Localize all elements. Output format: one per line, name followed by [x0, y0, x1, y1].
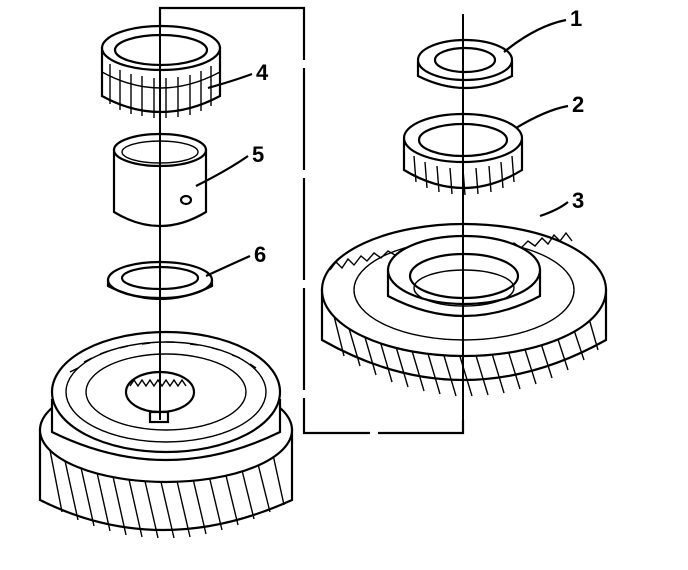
thrust-race-part-1 — [416, 38, 514, 90]
callout-5: 5 — [252, 142, 264, 167]
callout-3: 3 — [572, 188, 584, 213]
callout-2: 2 — [572, 92, 584, 117]
callout-6: 6 — [254, 242, 266, 267]
lower-helical-gear-assembly — [38, 330, 294, 539]
callout-4: 4 — [256, 60, 269, 85]
callout-1: 1 — [570, 6, 582, 31]
leader-lines — [195, 18, 569, 277]
